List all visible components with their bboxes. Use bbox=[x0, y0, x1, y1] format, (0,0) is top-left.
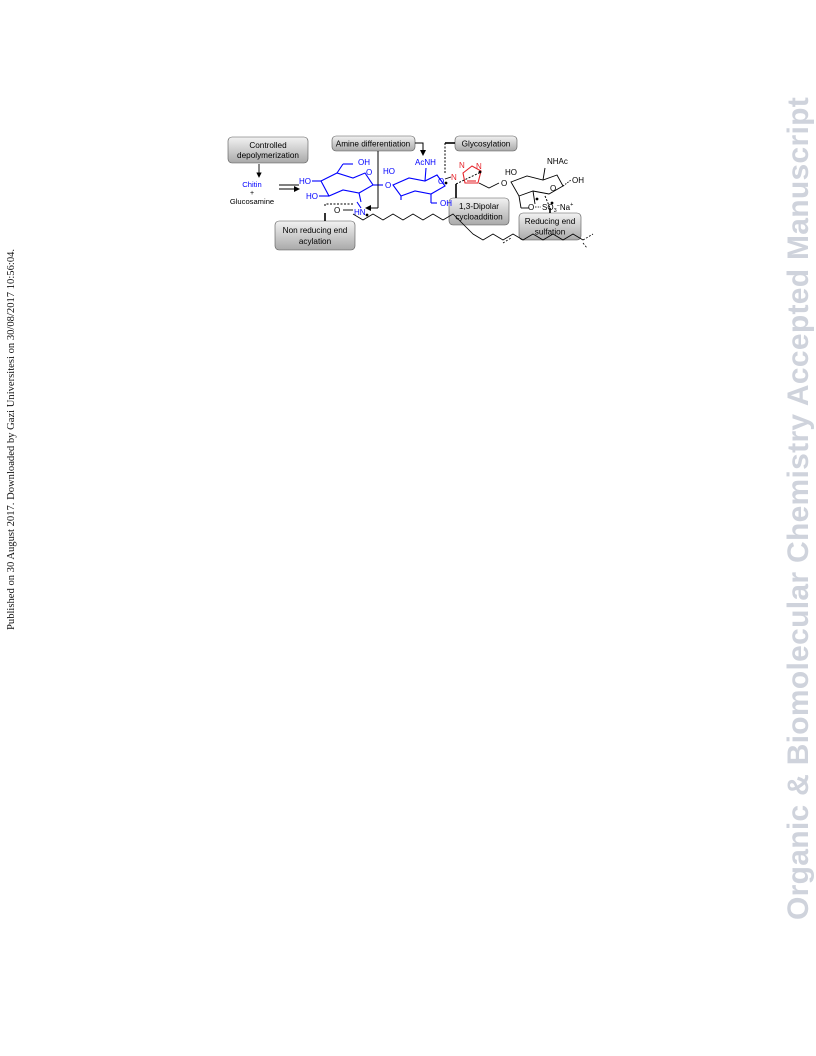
ho-label-2: HO bbox=[306, 192, 318, 201]
glucosamine-label: Glucosamine bbox=[230, 197, 274, 206]
glycosidic-oxygen: O bbox=[385, 181, 391, 190]
triazole-n3: N bbox=[451, 173, 457, 182]
box-depolymerization: Controlled depolymerization bbox=[227, 136, 309, 164]
carbonyl-oxygen: O bbox=[334, 206, 340, 215]
triazole-anomeric-bond bbox=[444, 176, 452, 180]
box-acylation: Non reducing end acylation bbox=[274, 220, 356, 251]
sugar-ring-3 bbox=[510, 167, 572, 209]
box-glycosylation-label: Glycosylation bbox=[462, 140, 511, 149]
box-acylation-line2: acylation bbox=[299, 237, 332, 246]
box-sulfation-line2: sulfation bbox=[535, 228, 566, 237]
journal-watermark: Organic & Biomolecular Chemistry Accepte… bbox=[780, 97, 816, 920]
box-depolymerization-line2: depolymerization bbox=[237, 151, 299, 160]
triazole-n2: N bbox=[476, 162, 482, 171]
graphical-abstract-scheme: Controlled depolymerization Amine differ… bbox=[215, 128, 605, 260]
box-amine-differentiation: Amine differentiation bbox=[331, 135, 416, 152]
box-sulfation-line1: Reducing end bbox=[525, 217, 576, 226]
so3-label: SO3−Na+ bbox=[542, 202, 573, 214]
box-dipolar-line1: 1,3-Dipolar bbox=[459, 202, 499, 211]
ring1-oxygen: O bbox=[366, 168, 372, 177]
amide-and-lipid-chain: HN O bbox=[334, 201, 594, 249]
hn-label: HN bbox=[354, 208, 366, 217]
sulfate-oxygen: O bbox=[528, 203, 534, 212]
box-acylation-line1: Non reducing end bbox=[283, 226, 348, 235]
box-dipolar-line2: cycloaddition bbox=[455, 213, 503, 222]
journal-watermark-text: Organic & Biomolecular Chemistry Accepte… bbox=[782, 96, 815, 920]
oh-label-3: OH bbox=[572, 176, 584, 185]
chitin-label: Chitin bbox=[242, 180, 261, 189]
linker-oxygen: O bbox=[501, 179, 507, 188]
ho-label-1: HO bbox=[299, 177, 311, 186]
download-notice-text: Published on 30 August 2017. Downloaded … bbox=[6, 248, 17, 630]
ring2-oxygen: O bbox=[438, 177, 444, 186]
download-notice: Published on 30 August 2017. Downloaded … bbox=[2, 248, 22, 630]
triazole-linker bbox=[478, 182, 500, 189]
box-dipolar-cycloaddition: 1,3-Dipolar cycloaddition bbox=[448, 197, 510, 226]
reaction-site-dots bbox=[365, 170, 554, 217]
scheme-drawing: Controlled depolymerization Amine differ… bbox=[227, 135, 594, 251]
ho-label-4: HO bbox=[505, 168, 517, 177]
ho-label-3: HO bbox=[383, 167, 395, 176]
starting-material: Chitin + Glucosamine bbox=[230, 164, 300, 206]
plus-label: + bbox=[250, 190, 254, 197]
box-depolymerization-line1: Controlled bbox=[249, 141, 287, 150]
sugar-ring-1 bbox=[312, 163, 383, 203]
oh-label-1: OH bbox=[358, 158, 370, 167]
box-amine-label: Amine differentiation bbox=[336, 140, 411, 149]
callout-lines bbox=[324, 142, 551, 221]
triazole-n1: N bbox=[459, 161, 465, 170]
sugar-ring-2 bbox=[392, 167, 446, 204]
box-glycosylation: Glycosylation bbox=[454, 135, 518, 152]
ring3-oxygen: O bbox=[550, 184, 556, 193]
acnh-label: AcNH bbox=[415, 158, 436, 167]
triazole-ring bbox=[462, 165, 482, 184]
nhac-label: NHAc bbox=[547, 157, 568, 166]
oh-label-2: OH bbox=[440, 199, 452, 208]
